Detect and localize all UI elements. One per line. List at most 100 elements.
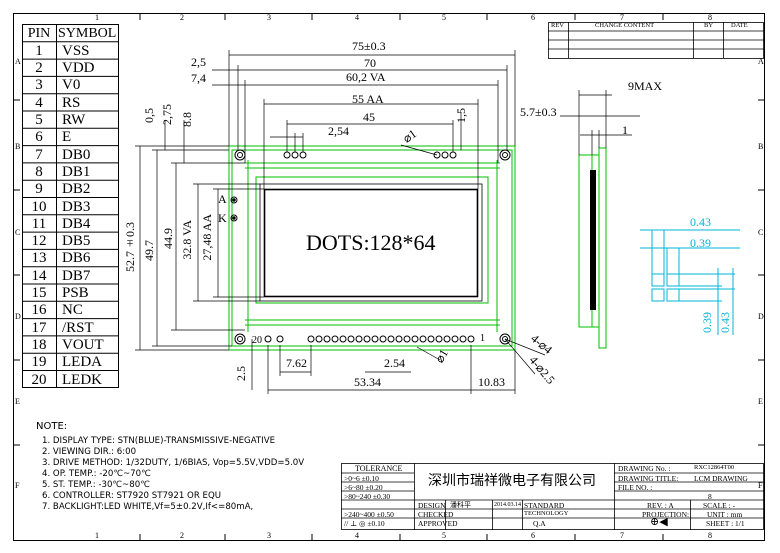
pin-number: 10	[31, 198, 47, 215]
pin-row: 14 DB7	[22, 267, 118, 284]
dim-hole-offset: 2,5	[191, 55, 206, 69]
pin-number: 7	[35, 146, 43, 163]
row-letter: A	[758, 57, 764, 66]
header-pin: PIN	[27, 25, 51, 41]
led-pads	[230, 196, 238, 222]
technology-label: TECHNOLOGY	[524, 510, 569, 517]
design-label: DESIGN	[418, 501, 446, 510]
pin-number: 5	[35, 112, 43, 128]
note-item: 2. VIEWING DIR.: 6:00	[42, 447, 137, 457]
module-outline	[228, 145, 516, 351]
pin-row: 4 RS	[22, 94, 118, 111]
frame-ticks	[13, 13, 765, 541]
row-letter: B	[15, 142, 21, 151]
pin-symbol: DB3	[62, 198, 91, 215]
pin-symbol: PSB	[62, 285, 89, 301]
col-number: 3	[267, 13, 271, 22]
col-number: 5	[442, 531, 446, 540]
side-view-glass	[590, 170, 596, 310]
tolerance-row: >80~240 ±0.30	[344, 492, 391, 501]
pin-symbol: DB7	[62, 267, 91, 284]
pin-number: 16	[31, 302, 47, 319]
dim-height-total: 52.7±0.3	[123, 222, 137, 272]
dim-dot-039-v: 0.39	[700, 312, 714, 333]
revision-table-grid	[548, 22, 764, 59]
unit-label: UNIT : mm	[707, 510, 743, 519]
col-number: 6	[531, 13, 535, 22]
pin-symbol: RW	[62, 112, 86, 128]
dim-va-offset: 7,4	[191, 71, 206, 85]
dim-bottom-1083: 10.83	[478, 375, 505, 389]
dim-dot-039: 0.39	[690, 236, 711, 250]
qa-label: Q.A	[533, 519, 546, 528]
pin-number: 19	[31, 354, 47, 371]
col-number: 4	[355, 531, 359, 540]
design-date: 2014.03.14	[494, 502, 521, 508]
col-number: 1	[95, 531, 99, 540]
dim-left-05: 0,5	[142, 108, 156, 123]
dim-bottom-25: 2.5	[234, 366, 248, 381]
date-header: DATE	[731, 22, 748, 29]
dim-aa-width: 55 AA	[352, 92, 384, 106]
dim-overall-width: 75±0.3	[352, 39, 386, 53]
row-letter: E	[758, 397, 763, 406]
note-item: 5. ST. TEMP.: -30℃~80℃	[42, 480, 150, 490]
dim-bottom-762: 7.62	[286, 356, 307, 370]
pin-symbol: NC	[62, 302, 83, 319]
row-letter: D	[758, 312, 764, 321]
pin-number: 4	[35, 94, 43, 111]
col-number: 2	[180, 531, 184, 540]
pin-symbol: LEDK	[62, 371, 102, 388]
file-no-label: FILE NO. :	[618, 483, 653, 492]
row-letter: A	[15, 57, 21, 66]
drawing-title-label: DRAWING TITLE:	[618, 474, 679, 483]
pin-symbol: RS	[62, 94, 81, 111]
active-area	[263, 188, 479, 298]
tolerance-row: >0~6 ±0.10	[344, 474, 379, 483]
pin-row: 13 DB6	[22, 249, 118, 266]
outer-frame	[13, 13, 765, 541]
note-item: 4. OP. TEMP.: -20℃~70℃	[42, 469, 151, 479]
col-number: 6	[531, 531, 535, 540]
viewing-area	[259, 183, 483, 302]
pin-number: 13	[31, 250, 47, 267]
dim-va-height: 32.8 VA	[180, 220, 194, 260]
note-item: 6. CONTROLLER: ST7920 ST7921 OR EQU	[42, 491, 222, 501]
pin-number: 1	[35, 42, 43, 59]
dim-left-88: 8.8	[180, 112, 194, 127]
scale-label: SCALE : -	[703, 501, 736, 510]
rev-label: REV. : A	[647, 501, 674, 510]
dim-aa-height: 27,48 AA	[200, 214, 214, 261]
pin-number: 14	[31, 267, 47, 284]
standard-label: STANDARD	[524, 501, 565, 510]
tolerance-label: TOLERANCE	[355, 464, 403, 473]
pin-table-header: PIN SYMBOL	[22, 25, 118, 42]
sheet-label: SHEET : 1/1	[706, 519, 745, 528]
bottom-pins	[264, 335, 475, 343]
dim-height-449: 44.9	[161, 228, 175, 249]
pin-number: 6	[35, 129, 43, 146]
pin-number: 12	[31, 233, 47, 250]
designer-name: 潘科平	[450, 501, 471, 509]
dim-side-57: 5.7±0.3	[520, 105, 557, 119]
col-number: 1	[95, 13, 99, 22]
dim-top-offset: 1,5	[454, 108, 468, 123]
pin-number: 18	[31, 336, 47, 353]
note-item: 3. DRIVE METHOD: 1/32DUTY, 1/6BIAS, Vop=…	[42, 458, 305, 468]
drawing-title: LCM DRAWING	[694, 474, 748, 483]
dim-pin-span: 45	[363, 110, 375, 124]
col-number: 5	[442, 13, 446, 22]
pin-symbol: DB6	[62, 250, 91, 267]
col-number: 3	[267, 531, 271, 540]
pin-row: 16 NC	[22, 301, 118, 318]
pin-number: 15	[31, 285, 47, 301]
label-cathode: K	[218, 211, 227, 225]
